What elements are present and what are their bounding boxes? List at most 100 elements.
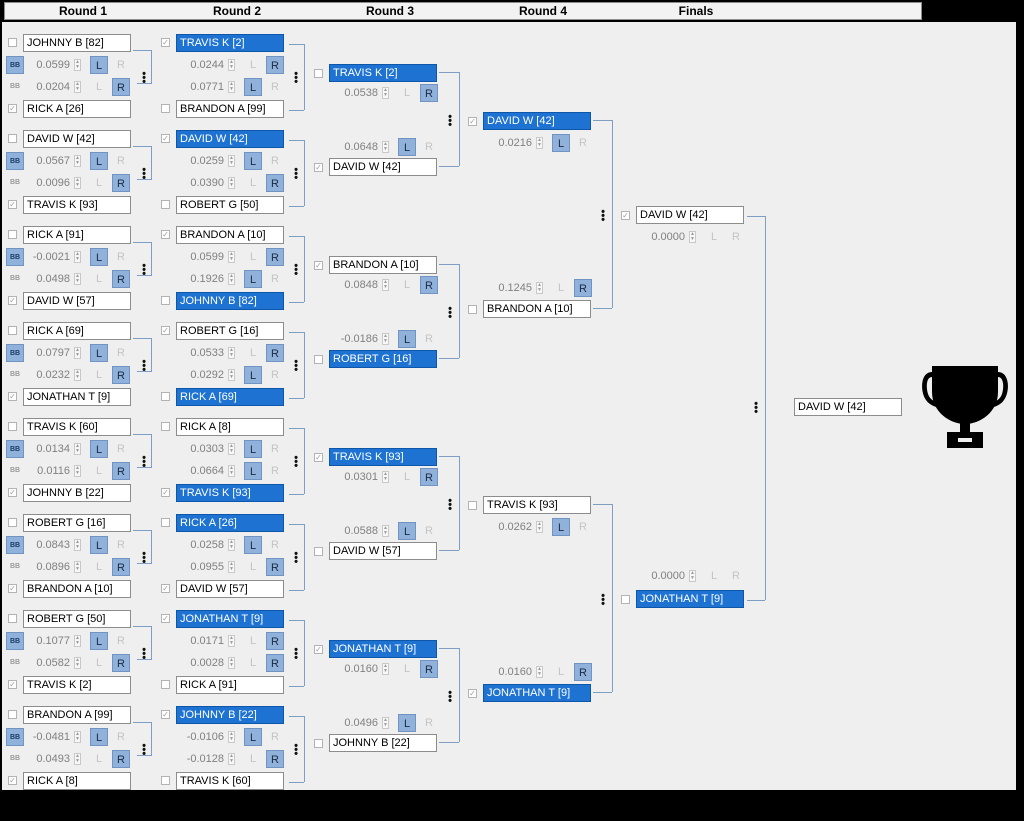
pick-left-button[interactable]: L [95, 753, 103, 765]
score-stepper[interactable]: -0.0021▲▼ [26, 249, 84, 265]
pick-left-button[interactable]: L [244, 728, 262, 746]
advance-checkbox[interactable]: ✓ [161, 488, 170, 497]
player-name-box[interactable]: TRAVIS K [93] [176, 484, 284, 502]
more-options-icon[interactable]: ••• [294, 68, 298, 88]
advance-checkbox[interactable]: ✓ [8, 104, 17, 113]
pick-left-button[interactable]: L [90, 440, 108, 458]
score-value[interactable]: 0.0648 [344, 141, 378, 153]
advance-checkbox[interactable] [468, 305, 477, 314]
advance-checkbox[interactable]: ✓ [8, 776, 17, 785]
pick-left-button[interactable]: L [403, 87, 411, 99]
score-value[interactable]: 0.0160 [498, 666, 532, 678]
pick-right-button[interactable]: R [117, 635, 125, 647]
player-name-box[interactable]: TRAVIS K [2] [176, 34, 284, 52]
player-name-box[interactable]: JONATHAN T [9] [636, 590, 744, 608]
advance-checkbox[interactable] [161, 296, 170, 305]
bb-toggle-button[interactable]: BB [6, 536, 24, 554]
more-options-icon[interactable]: ••• [448, 687, 452, 707]
player-name-box[interactable]: JONATHAN T [9] [329, 640, 437, 658]
score-stepper[interactable]: 0.0390▲▼ [180, 175, 238, 191]
spinner-arrows-icon[interactable]: ▲▼ [382, 525, 389, 537]
player-name-box[interactable]: TRAVIS K [2] [23, 676, 131, 694]
pick-right-button[interactable]: R [266, 56, 284, 74]
score-value[interactable]: 0.0496 [344, 717, 378, 729]
spinner-arrows-icon[interactable]: ▲▼ [74, 443, 81, 455]
advance-checkbox[interactable] [161, 392, 170, 401]
advance-checkbox[interactable]: ✓ [621, 211, 630, 220]
spinner-arrows-icon[interactable]: ▲▼ [74, 59, 81, 71]
player-name-box[interactable]: DAVID W [42] [636, 206, 744, 224]
more-options-icon[interactable]: ••• [294, 260, 298, 280]
more-options-icon[interactable]: ••• [448, 303, 452, 323]
player-name-box[interactable]: BRANDON A [10] [23, 580, 131, 598]
pick-right-button[interactable]: R [271, 465, 279, 477]
more-options-icon[interactable]: ••• [142, 68, 146, 88]
spinner-arrows-icon[interactable]: ▲▼ [228, 369, 235, 381]
pick-left-button[interactable]: L [90, 152, 108, 170]
spinner-arrows-icon[interactable]: ▲▼ [228, 465, 235, 477]
spinner-arrows-icon[interactable]: ▲▼ [228, 59, 235, 71]
more-options-icon[interactable]: ••• [448, 495, 452, 515]
advance-checkbox[interactable] [161, 422, 170, 431]
pick-left-button[interactable]: L [398, 714, 416, 732]
pick-right-button[interactable]: R [112, 462, 130, 480]
player-name-box[interactable]: ROBERT G [16] [23, 514, 131, 532]
spinner-arrows-icon[interactable]: ▲▼ [382, 471, 389, 483]
player-name-box[interactable]: TRAVIS K [60] [23, 418, 131, 436]
spinner-arrows-icon[interactable]: ▲▼ [689, 570, 696, 582]
advance-checkbox[interactable]: ✓ [314, 645, 323, 654]
spinner-arrows-icon[interactable]: ▲▼ [74, 369, 81, 381]
score-value[interactable]: 0.0232 [36, 369, 70, 381]
pick-left-button[interactable]: L [90, 248, 108, 266]
player-name-box[interactable]: DAVID W [42] [794, 398, 902, 416]
score-stepper[interactable]: 0.0171▲▼ [180, 633, 238, 649]
bb-toggle-button[interactable]: BB [9, 659, 21, 666]
player-name-box[interactable]: BRANDON A [10] [329, 256, 437, 274]
score-value[interactable]: 0.0538 [344, 87, 378, 99]
more-options-icon[interactable]: ••• [142, 644, 146, 664]
score-value[interactable]: 0.0292 [190, 369, 224, 381]
player-name-box[interactable]: TRAVIS K [93] [23, 196, 131, 214]
spinner-arrows-icon[interactable]: ▲▼ [228, 273, 235, 285]
advance-checkbox[interactable] [314, 547, 323, 556]
pick-left-button[interactable]: L [398, 138, 416, 156]
score-stepper[interactable]: 0.0096▲▼ [26, 175, 84, 191]
score-value[interactable]: 0.0955 [190, 561, 224, 573]
more-options-icon[interactable]: ••• [142, 548, 146, 568]
score-stepper[interactable]: 0.0134▲▼ [26, 441, 84, 457]
score-value[interactable]: 0.0797 [36, 347, 70, 359]
pick-right-button[interactable]: R [117, 251, 125, 263]
score-stepper[interactable]: 0.0493▲▼ [26, 751, 84, 767]
spinner-arrows-icon[interactable]: ▲▼ [228, 539, 235, 551]
more-options-icon[interactable]: ••• [294, 452, 298, 472]
advance-checkbox[interactable]: ✓ [8, 200, 17, 209]
player-name-box[interactable]: TRAVIS K [2] [329, 64, 437, 82]
spinner-arrows-icon[interactable]: ▲▼ [382, 141, 389, 153]
score-value[interactable]: -0.0106 [186, 731, 224, 743]
pick-right-button[interactable]: R [579, 137, 587, 149]
pick-left-button[interactable]: L [244, 440, 262, 458]
pick-right-button[interactable]: R [579, 521, 587, 533]
pick-right-button[interactable]: R [425, 333, 433, 345]
score-value[interactable]: 0.0028 [190, 657, 224, 669]
score-stepper[interactable]: 0.0843▲▼ [26, 537, 84, 553]
advance-checkbox[interactable]: ✓ [161, 614, 170, 623]
player-name-box[interactable]: ROBERT G [50] [176, 196, 284, 214]
score-stepper[interactable]: 0.1926▲▼ [180, 271, 238, 287]
pick-left-button[interactable]: L [249, 251, 257, 263]
pick-left-button[interactable]: L [90, 728, 108, 746]
advance-checkbox[interactable]: ✓ [314, 453, 323, 462]
player-name-box[interactable]: DAVID W [42] [176, 130, 284, 148]
pick-right-button[interactable]: R [112, 78, 130, 96]
pick-left-button[interactable]: L [710, 570, 718, 582]
spinner-arrows-icon[interactable]: ▲▼ [74, 561, 81, 573]
pick-right-button[interactable]: R [117, 731, 125, 743]
pick-right-button[interactable]: R [574, 663, 592, 681]
pick-right-button[interactable]: R [117, 539, 125, 551]
spinner-arrows-icon[interactable]: ▲▼ [74, 155, 81, 167]
score-stepper[interactable]: 0.0664▲▼ [180, 463, 238, 479]
score-value[interactable]: 0.0000 [651, 231, 685, 243]
player-name-box[interactable]: RICK A [26] [23, 100, 131, 118]
pick-right-button[interactable]: R [271, 731, 279, 743]
advance-checkbox[interactable] [468, 501, 477, 510]
